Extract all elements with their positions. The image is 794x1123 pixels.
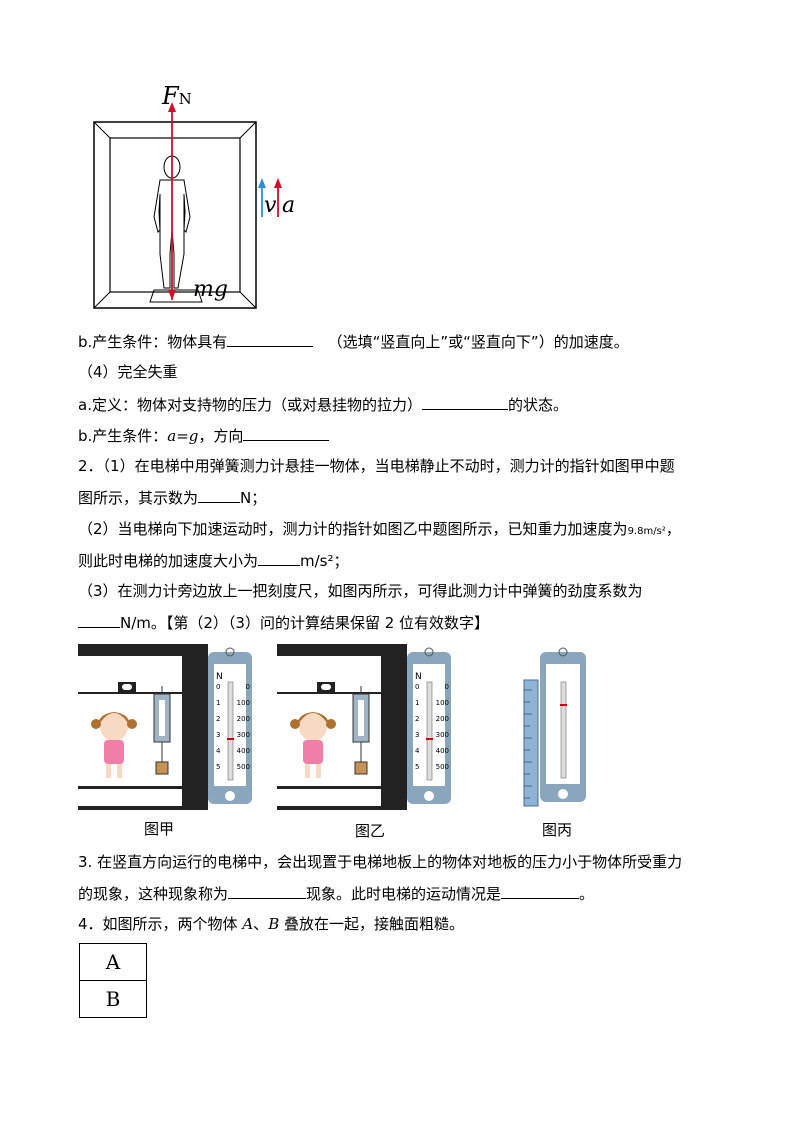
answer-blank[interactable]	[78, 612, 120, 628]
figure-bing	[523, 647, 586, 807]
answer-blank[interactable]	[421, 394, 508, 410]
girl-figure	[91, 712, 137, 778]
answer-blank[interactable]	[198, 487, 241, 503]
block-b: B	[79, 980, 147, 1018]
caption-jia: 图甲	[144, 820, 175, 838]
answer-blank[interactable]	[243, 425, 330, 441]
elevator-force-diagram	[93, 102, 282, 309]
girl-figure	[290, 712, 336, 778]
figure-jia	[78, 644, 252, 810]
answer-blank[interactable]	[501, 883, 580, 899]
line-a: a.定义：物体对支持物的压力（或对悬挂物的拉力）的状态。	[78, 394, 568, 414]
figure-yi	[277, 644, 451, 810]
q2-line1: 2．（1）在电梯中用弹簧测力计悬挂一物体，当电梯静止不动时，测力计的指针如图甲中…	[78, 457, 675, 475]
v-label: v	[264, 193, 277, 218]
section-4-heading: （4）完全失重	[78, 363, 178, 381]
answer-blank[interactable]	[228, 883, 307, 899]
q3-line2: 的现象，这种现象称为现象。此时电梯的运动情况是。	[78, 883, 595, 903]
fn-label: FN	[162, 82, 192, 110]
answer-blank[interactable]	[227, 331, 314, 347]
mg-label: mg	[193, 277, 228, 302]
q2-line3: （2）当电梯向下加速运动时，测力计的指针如图乙中题图所示，已知重力加速度为9.8…	[78, 520, 681, 538]
q2-line5: （3）在测力计旁边放上一把刻度尺，如图丙所示，可得此测力计中弹簧的劲度系数为	[78, 582, 643, 600]
caption-bing: 图丙	[542, 821, 573, 839]
line-b1: b.产生条件：物体具有 （选填“竖直向上”或“竖直向下”）的加速度。	[78, 331, 629, 351]
q2-line6: N/m。【第（2）（3）问的计算结果保留 2 位有效数字】	[78, 612, 489, 633]
block-a: A	[79, 943, 147, 981]
q3-line1: 3. 在竖直方向运行的电梯中，会出现置于电梯地板上的物体对地板的压力小于物体所受…	[78, 853, 683, 871]
a-label: a	[282, 193, 296, 218]
caption-yi: 图乙	[355, 822, 386, 840]
answer-blank[interactable]	[258, 550, 301, 566]
q4-line: 4．如图所示，两个物体 A、B 叠放在一起，接触面粗糙。	[78, 915, 464, 933]
line-b2: b.产生条件：a=g，方向	[78, 425, 330, 446]
